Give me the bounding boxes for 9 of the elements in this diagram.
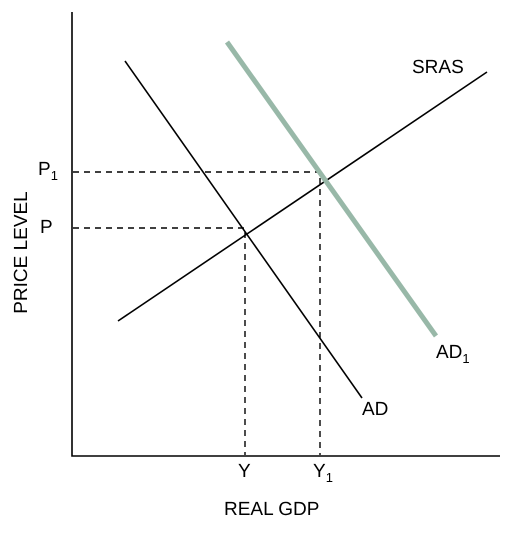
axis-value-label: P$_{1}$	[38, 160, 58, 182]
curve-label: SRAS	[412, 58, 464, 77]
axis-title: PRICE LEVEL	[12, 191, 31, 314]
axis-value-label: Y	[238, 462, 251, 481]
curve-label: AD$_{1}$	[436, 343, 470, 365]
axis-title: REAL GDP	[224, 500, 320, 519]
curve-label: AD	[362, 400, 388, 419]
axis-value-label: Y$_{1}$	[313, 462, 333, 484]
axis-value-label: P	[40, 218, 53, 237]
